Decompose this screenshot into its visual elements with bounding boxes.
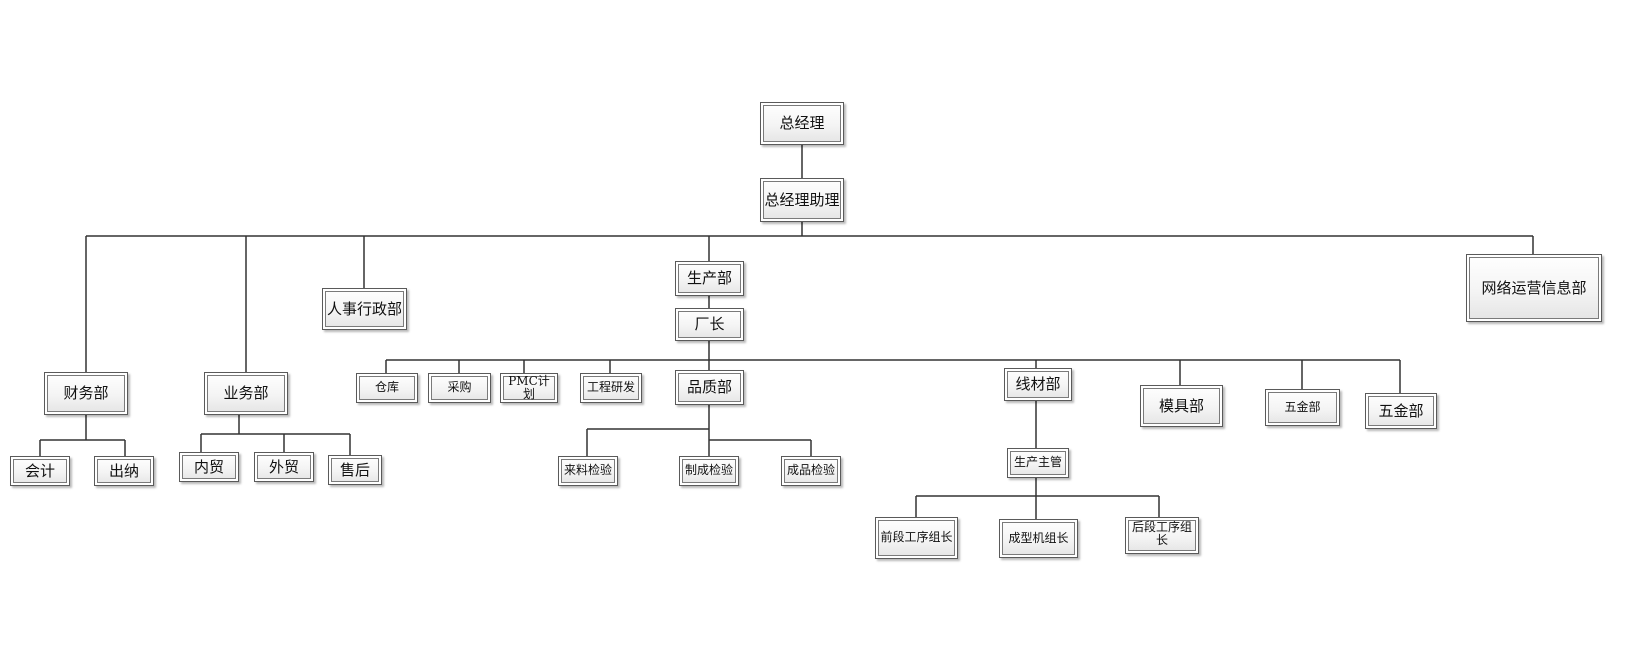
node-process-inspection: 制成检验 — [679, 456, 739, 486]
connector-wire-children — [915, 401, 1160, 519]
node-hr-admin-dept: 人事行政部 — [322, 288, 407, 330]
node-foreign-trade: 外贸 — [254, 452, 314, 482]
connector-director-children — [385, 360, 1401, 393]
connector-business-children — [200, 415, 351, 456]
node-engineering-rd: 工程研发 — [580, 373, 642, 403]
node-front-process-leader: 前段工序组长 — [875, 517, 958, 559]
node-business-dept: 业务部 — [204, 372, 288, 415]
node-production-supervisor: 生产主管 — [1007, 448, 1069, 478]
node-finance-dept: 财务部 — [44, 372, 128, 415]
node-network-ops-dept: 网络运营信息部 — [1466, 254, 1602, 322]
node-wire-dept: 线材部 — [1004, 368, 1072, 401]
connector-quality-inspections — [708, 429, 812, 456]
node-quality-dept: 品质部 — [675, 370, 744, 405]
node-cashier: 出纳 — [94, 456, 154, 486]
node-back-process-leader: 后段工序组长 — [1125, 517, 1199, 554]
node-hardware-dept-small: 五金部 — [1265, 389, 1340, 426]
node-after-sales: 售后 — [328, 455, 382, 485]
node-incoming-inspection: 来料检验 — [558, 456, 618, 486]
connector-quality-incoming — [586, 405, 710, 456]
node-gm-assistant: 总经理助理 — [760, 178, 844, 222]
connector-finance-children — [39, 415, 126, 456]
node-mold-dept: 模具部 — [1140, 385, 1223, 427]
node-hardware-dept: 五金部 — [1365, 393, 1437, 429]
node-factory-director: 厂长 — [675, 308, 744, 341]
node-purchasing: 采购 — [428, 373, 491, 403]
node-production-dept: 生产部 — [675, 261, 744, 296]
node-pmc-plan: PMC计划 — [500, 373, 558, 403]
node-general-manager: 总经理 — [760, 102, 844, 145]
node-accounting: 会计 — [10, 456, 70, 486]
node-domestic-trade: 内贸 — [179, 452, 239, 482]
node-finished-inspection: 成品检验 — [781, 456, 841, 486]
node-molding-machine-leader: 成型机组长 — [999, 519, 1078, 558]
node-warehouse: 仓库 — [356, 373, 418, 403]
